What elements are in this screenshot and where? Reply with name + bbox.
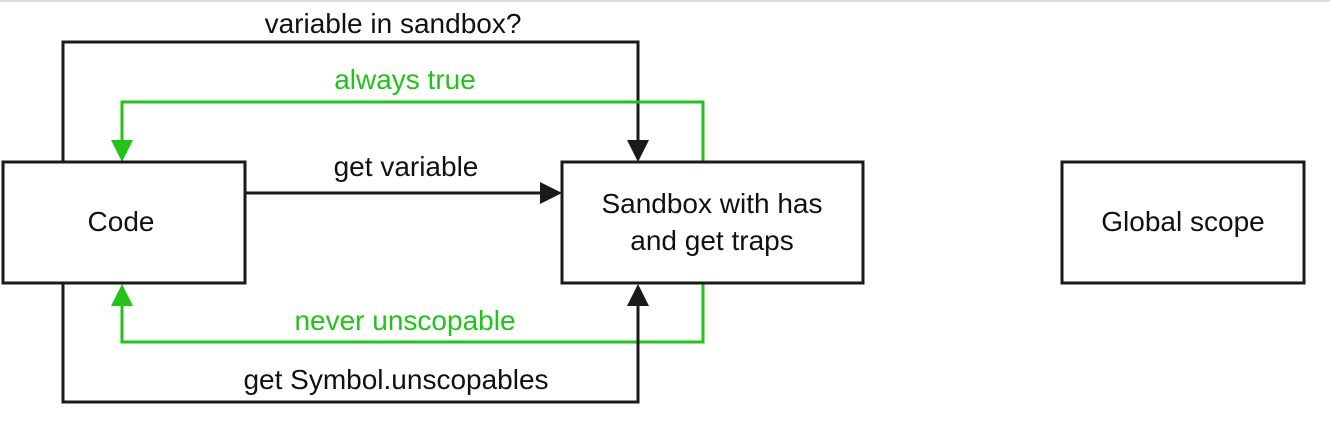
node-code: Code: [1, 160, 247, 285]
top-divider: [0, 0, 1330, 2]
node-global-scope-label: Global scope: [1101, 206, 1264, 237]
label-always-true: always true: [334, 64, 476, 95]
edge-get-symbol-unscopables: [61, 283, 649, 404]
edge-variable-in-sandbox: [61, 40, 649, 162]
arrowhead-down-icon: [111, 140, 133, 162]
arrowhead-down-icon: [627, 140, 649, 162]
label-get-variable: get variable: [334, 151, 479, 182]
node-sandbox: Sandbox with has and get traps: [560, 160, 865, 285]
label-never-unscopable: never unscopable: [294, 305, 515, 336]
arrowhead-right-icon: [540, 182, 562, 204]
edge-get-variable: [245, 182, 562, 204]
edge-never-unscopable: [111, 283, 705, 344]
arrowhead-up-icon: [627, 284, 649, 306]
arrowhead-up-icon: [111, 284, 133, 306]
node-sandbox-label-line1: Sandbox with has: [601, 188, 822, 219]
node-global-scope: Global scope: [1060, 160, 1306, 285]
edge-always-true: [111, 100, 705, 162]
label-variable-in-sandbox: variable in sandbox?: [265, 8, 522, 39]
label-get-symbol-unscopables: get Symbol.unscopables: [243, 364, 548, 395]
node-code-label: Code: [88, 206, 155, 237]
node-sandbox-label-line2: and get traps: [630, 225, 793, 256]
